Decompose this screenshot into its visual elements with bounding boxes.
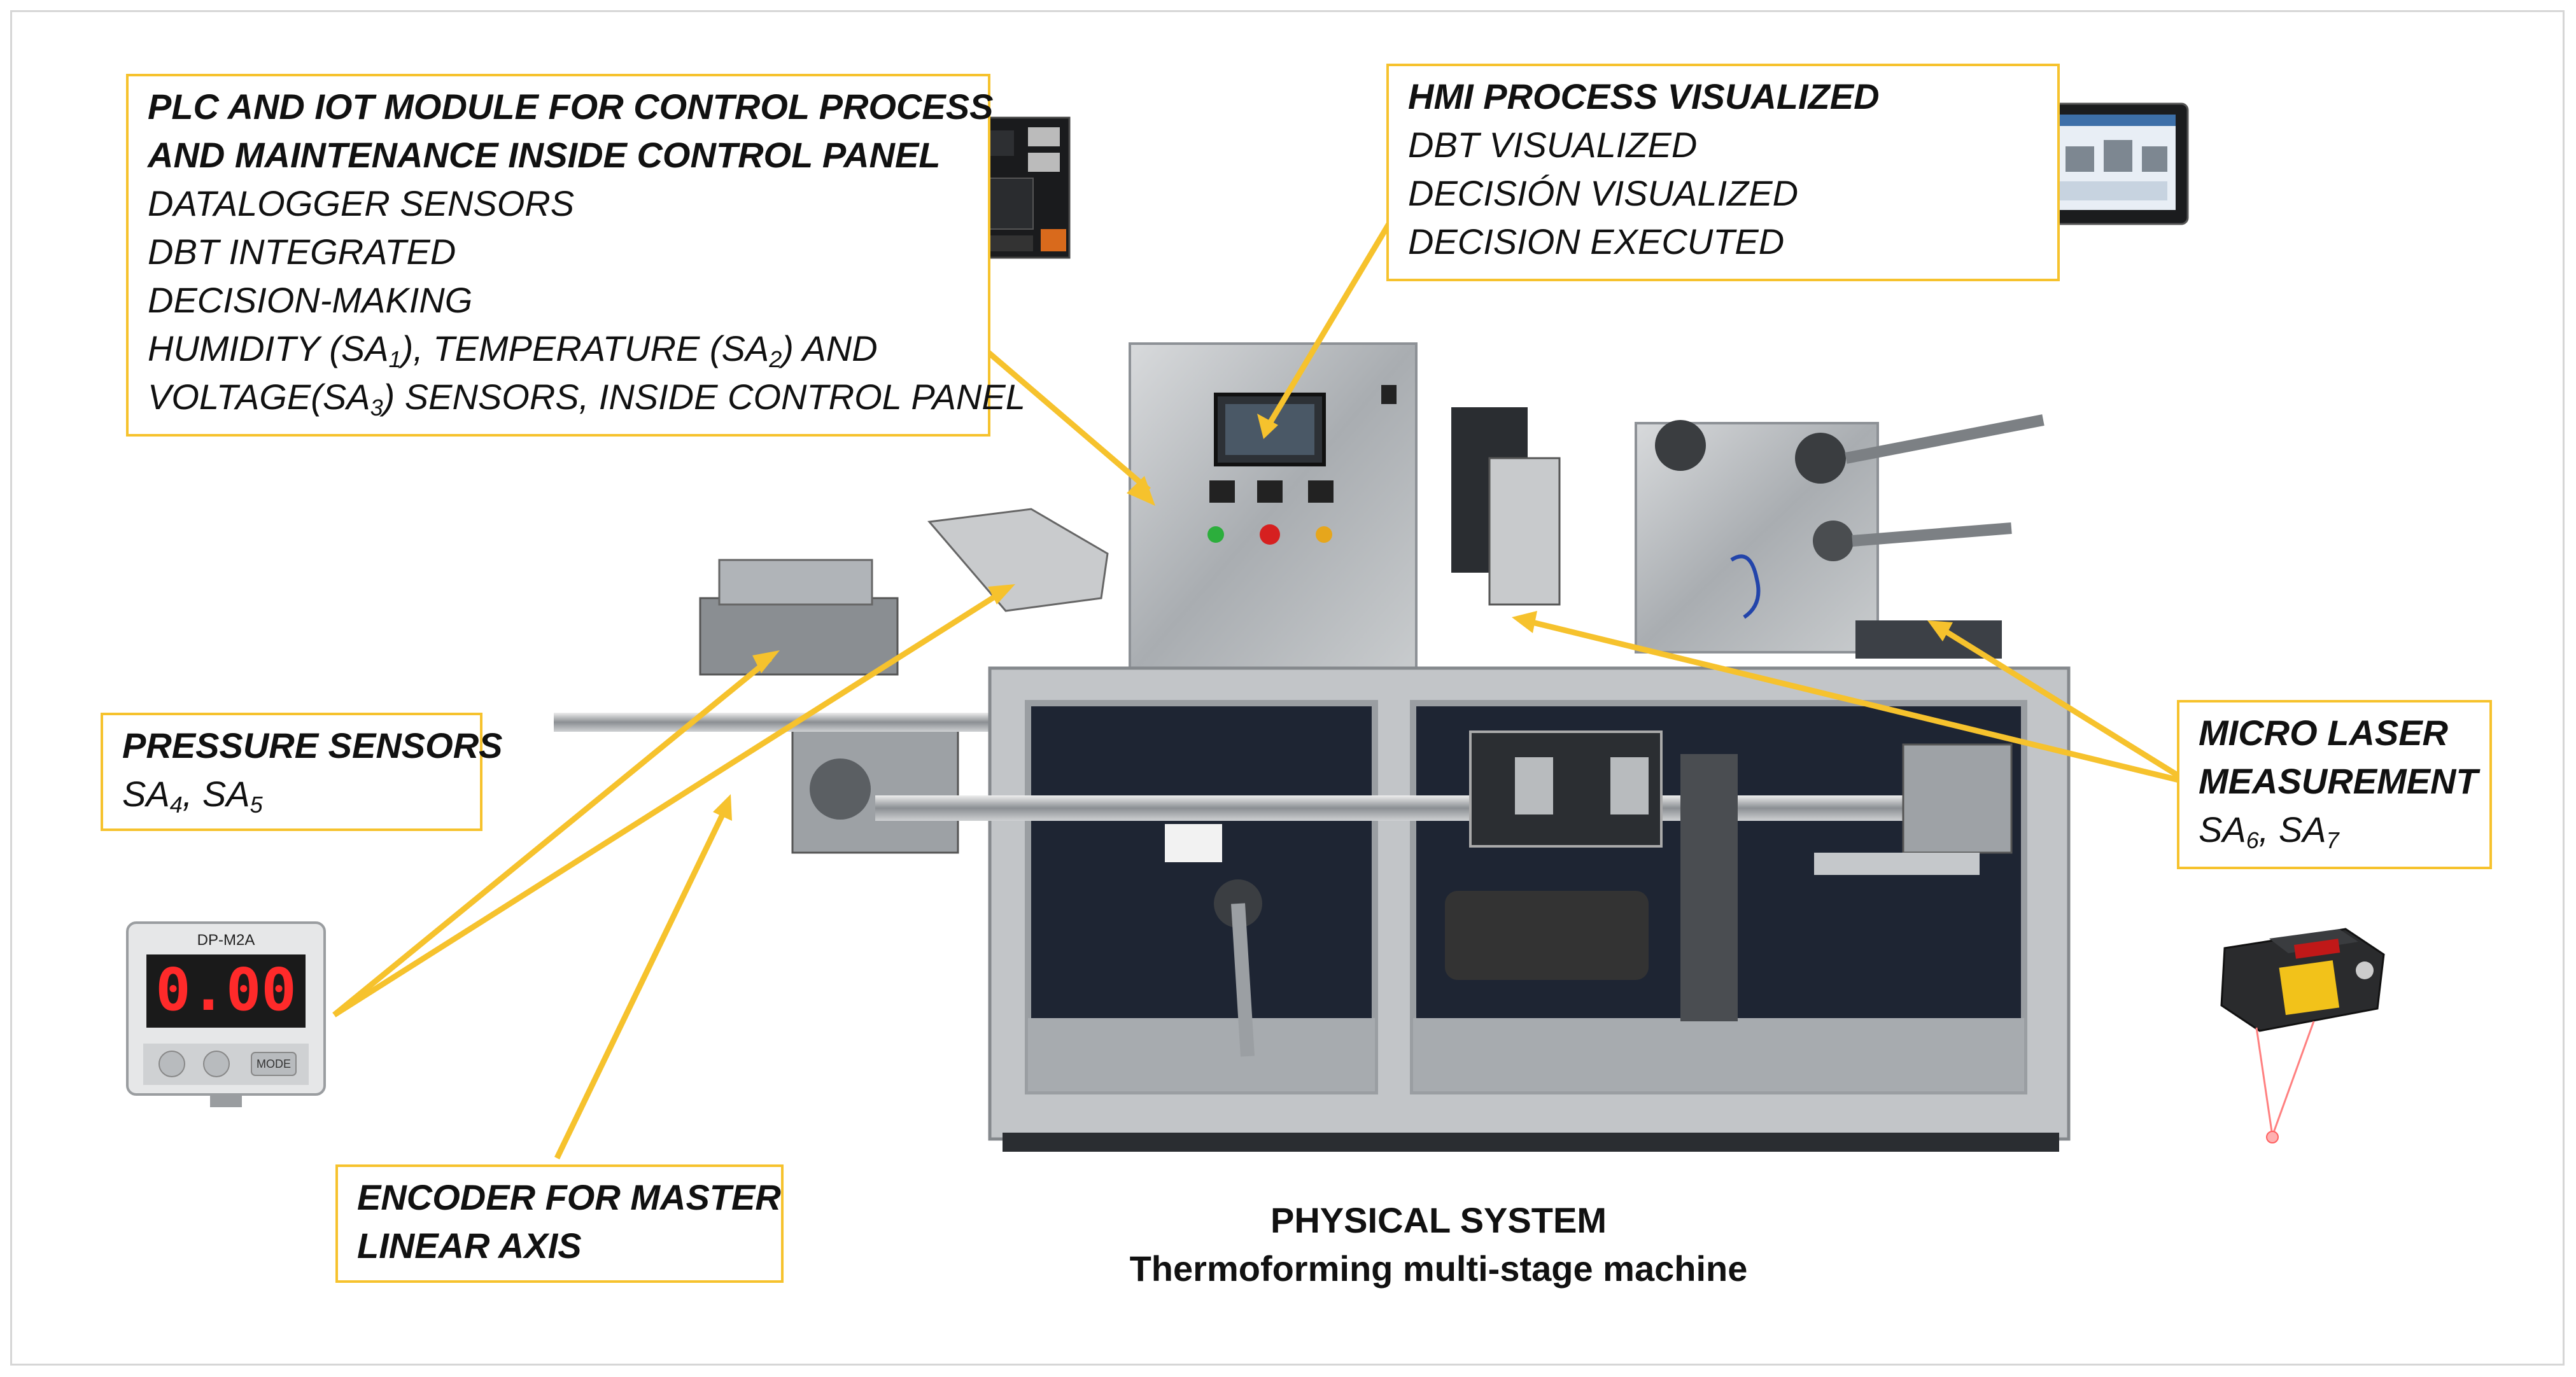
laser-sa-line: SA6, SA7 [2199,809,2339,853]
control-cabinet [1129,342,1418,676]
motor [1445,891,1649,980]
arrow-plc-head [1127,476,1155,506]
arrow-pressure-2 [332,589,1004,1017]
green-button [1207,526,1224,543]
encoder-line2: LINEAR AXIS [357,1226,582,1266]
caption-title: PHYSICAL SYSTEM [1270,1200,1607,1240]
pressure-model-label: DP-M2A [197,932,255,949]
arrow-laser-1 [1523,617,2191,786]
arrow-pressure-2-head [988,584,1015,605]
pressure-callout: PRESSURE SENSORS SA4, SA5 [101,713,503,831]
feeding-section [554,508,1109,854]
micro-laser-photo [2220,928,2385,1143]
pressure-sa-line: SA4, SA5 [122,774,263,818]
arrow-encoder-head [713,794,732,821]
laser-title-line2: MEASUREMENT [2199,761,2478,801]
plc-line-decision: DECISION-MAKING [148,280,473,320]
plc-line-voltage: VOLTAGE(SA3) SENSORS, INSIDE CONTROL PAN… [148,377,1025,421]
laser-title-line1: MICRO LASER [2199,713,2448,753]
arrow-encoder [554,807,729,1159]
arrow-pressure-1 [332,656,772,1017]
plc-callout: PLC AND IOT MODULE FOR CONTROL PROCESS A… [126,74,1025,437]
yellow-button [1316,526,1332,543]
main-shaft [875,795,1945,821]
figure-frame [10,10,2565,1366]
plc-title-line1: PLC AND IOT MODULE FOR CONTROL PROCESS [148,87,994,127]
hmi-callout: HMI PROCESS VISUALIZED DBT VISUALIZED DE… [1386,64,2060,281]
arrow-pressure-1-head [752,650,780,673]
plc-line-dbt: DBT INTEGRATED [148,232,456,272]
encoder-line1: ENCODER FOR MASTER [357,1177,781,1217]
forming-station [1451,407,2045,659]
hmi-title: HMI PROCESS VISUALIZED [1408,76,1880,116]
machine-frame [875,666,2071,1152]
arrow-hmi [1265,208,1400,428]
hmi-line-decision-executed: DECISION EXECUTED [1408,221,1785,262]
encoder-callout: ENCODER FOR MASTER LINEAR AXIS [335,1164,784,1283]
plc-title-line2: AND MAINTENANCE INSIDE CONTROL PANEL [148,135,941,175]
figure-caption: PHYSICAL SYSTEM Thermoforming multi-stag… [993,1196,1884,1293]
arrow-hmi-head [1257,414,1278,439]
arrow-laser-2-head [1927,620,1953,641]
plc-line-humidity: HUMIDITY (SA1), TEMPERATURE (SA2) AND [148,328,878,372]
caption-subtitle: Thermoforming multi-stage machine [1129,1248,1748,1289]
pressure-sensor-photo: DP-M2A 0.00 MODE [121,916,331,1107]
pressure-display-value: 0.00 [155,956,297,1024]
mode-button-label: MODE [257,1058,291,1070]
micro-laser-callout: MICRO LASER MEASUREMENT SA6, SA7 [2177,700,2492,869]
arrow-laser-1-head [1512,611,1537,633]
hmi-line-dbt: DBT VISUALIZED [1408,125,1698,165]
red-button [1260,524,1280,545]
plc-line-datalogger: DATALOGGER SENSORS [148,183,575,223]
hmi-line-decision-visualized: DECISIÓN VISUALIZED [1408,173,1799,213]
pressure-title: PRESSURE SENSORS [122,725,503,765]
arrow-laser-2 [1936,624,2192,785]
